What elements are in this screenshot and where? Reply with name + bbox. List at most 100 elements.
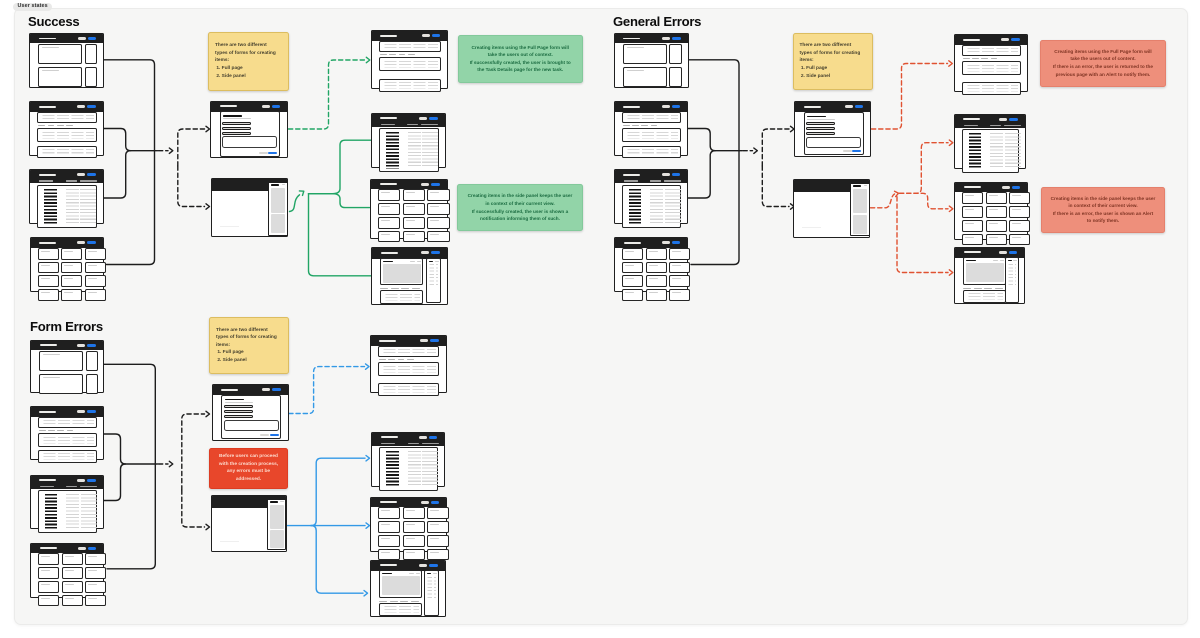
connector-path-s-split-to-panel[interactable] xyxy=(177,165,206,208)
wireframe-general-dashboard[interactable] xyxy=(613,32,689,89)
row-lines xyxy=(381,348,437,354)
submit-button xyxy=(269,434,279,437)
sticky-note-success-forms-note[interactable]: There are two different types of forms f… xyxy=(208,32,289,91)
connector-path-g-split-to-form[interactable] xyxy=(761,128,790,167)
row-lines xyxy=(382,60,438,68)
browser-header xyxy=(30,238,103,248)
wireframe-form-cards[interactable] xyxy=(30,542,107,607)
connector-path-f-split-to-panel[interactable] xyxy=(181,489,206,528)
grid-card xyxy=(61,289,83,301)
connector-path-s-table-merge[interactable] xyxy=(103,150,132,199)
wireframe-general-side-panel[interactable] xyxy=(792,179,870,238)
connector-path-f-tree-details[interactable] xyxy=(310,524,364,594)
connector-path-g-tree-table[interactable] xyxy=(898,142,949,194)
wireframe-form-task-details[interactable] xyxy=(370,559,446,617)
grid-card xyxy=(61,261,83,274)
grid-card xyxy=(427,507,450,520)
connector-path-s-list-merge[interactable] xyxy=(103,127,159,152)
sticky-note-form-forms-note[interactable]: There are two different types of forms f… xyxy=(209,317,289,374)
sticky-note-general-forms-note[interactable]: There are two different types of forms f… xyxy=(792,32,873,90)
wireframe-form-result-cards[interactable] xyxy=(370,496,450,561)
connector-path-s-tree-details[interactable] xyxy=(307,193,373,277)
connector-path-s-tree-cards[interactable] xyxy=(307,193,371,209)
wireframe-general-result-list[interactable] xyxy=(953,34,1028,95)
connector-path-s-form-to-list[interactable] xyxy=(287,59,366,130)
wireframe-success-form-modal[interactable] xyxy=(210,100,288,158)
wireframe-general-list[interactable] xyxy=(613,101,688,159)
sticky-note-general-fullpage-note[interactable]: Creating items using the Full Page form … xyxy=(1040,39,1166,87)
connector-path-f-table-merge[interactable] xyxy=(102,463,127,502)
wireframe-general-result-table[interactable] xyxy=(953,113,1026,173)
wireframe-form-side-panel[interactable] xyxy=(210,495,287,552)
wireframe-general-task-details[interactable] xyxy=(954,246,1025,304)
wireframe-general-table[interactable] xyxy=(613,169,688,228)
wireframe-success-task-details[interactable] xyxy=(371,247,448,305)
wireframe-general-cards[interactable] xyxy=(614,237,691,301)
wireframe-general-result-cards[interactable] xyxy=(954,181,1031,246)
connector-s-tree-details xyxy=(307,193,373,277)
nav-item-line xyxy=(421,442,439,445)
sticky-note-success-sidepanel-note[interactable]: Creating items in the side panel keeps t… xyxy=(457,184,583,231)
connector-path-g-dash-cards-merge[interactable] xyxy=(687,59,740,266)
connector-path-g-split-to-panel[interactable] xyxy=(761,165,790,208)
connector-path-g-panel-squiggle[interactable] xyxy=(869,193,896,209)
wireframe-success-side-panel[interactable] xyxy=(211,178,288,237)
connector-g-dash-cards-merge xyxy=(687,59,740,266)
panel-close-line xyxy=(281,184,286,186)
sidebar-kv-rows xyxy=(428,264,439,288)
connector-path-s-dash-cards-merge[interactable] xyxy=(103,59,156,266)
section-label-badge[interactable]: User states xyxy=(13,3,53,11)
detail-tab-line xyxy=(400,600,409,602)
wireframe-general-form-modal[interactable] xyxy=(794,101,871,157)
arrowhead xyxy=(363,589,369,597)
arrowhead xyxy=(364,363,370,370)
grid-card-caption xyxy=(381,233,390,235)
connector-path-f-dash-cards-merge[interactable] xyxy=(102,363,156,570)
connector-path-f-form-to-list[interactable] xyxy=(288,365,366,415)
sticky-note-success-fullpage-note[interactable]: Creating items using the Full Page form … xyxy=(457,35,583,83)
wireframe-form-result-table[interactable] xyxy=(371,431,445,491)
sticky-note-form-errors-note[interactable]: Before users can proceed with the creati… xyxy=(209,447,288,489)
connector-path-g-form-to-list[interactable] xyxy=(870,62,949,130)
sticky-note-general-sidepanel-note[interactable]: Creating items in the side panel keeps t… xyxy=(1041,186,1165,233)
wireframe-form-dashboard[interactable] xyxy=(30,339,104,394)
wireframe-form-list[interactable] xyxy=(29,406,104,463)
wireframe-success-result-table[interactable] xyxy=(370,112,446,172)
wireframe-success-result-list[interactable] xyxy=(370,30,448,92)
connector-path-g-tree-cards[interactable] xyxy=(898,192,949,210)
connector-path-g-tree-details[interactable] xyxy=(896,196,949,274)
wireframe-form-table[interactable] xyxy=(29,474,104,533)
wireframe-success-table[interactable] xyxy=(29,169,104,228)
form-title-line xyxy=(224,398,244,401)
wireframe-success-cards[interactable] xyxy=(29,237,106,301)
connector-path-f-split-to-form[interactable] xyxy=(181,413,206,491)
connector-f-merge-arrow xyxy=(157,460,174,468)
connector-path-s-split-to-form[interactable] xyxy=(177,128,206,167)
filter-tab-line xyxy=(641,125,649,127)
browser-header xyxy=(371,31,447,41)
row-lines xyxy=(40,114,94,120)
logo-placeholder xyxy=(380,34,397,37)
wireframe-success-result-cards[interactable] xyxy=(370,178,450,243)
connector-path-f-list-merge[interactable] xyxy=(102,433,159,465)
connector-path-s-tree-table[interactable] xyxy=(307,139,373,195)
side-panel-overlay xyxy=(268,181,288,236)
grid-card-caption xyxy=(430,551,440,553)
wireframe-form-form-modal[interactable] xyxy=(211,384,289,441)
avatar-pill xyxy=(421,251,429,255)
connector-s-panel-squiggle xyxy=(288,190,305,213)
detail-title-line xyxy=(382,573,393,575)
connector-path-g-table-merge[interactable] xyxy=(687,150,716,199)
wireframe-success-dashboard[interactable] xyxy=(29,32,104,89)
form-input xyxy=(223,415,253,419)
avatar-pill xyxy=(77,343,85,347)
connector-path-f-tree-table[interactable] xyxy=(310,457,366,527)
wireframe-success-list[interactable] xyxy=(29,101,104,159)
connector-path-s-panel-squiggle[interactable] xyxy=(288,194,301,213)
nav-item-line xyxy=(79,180,97,182)
grid-card-caption xyxy=(88,597,98,599)
wireframe-form-result-list[interactable] xyxy=(369,335,447,396)
connector-path-g-list-merge[interactable] xyxy=(687,127,743,152)
section-frame[interactable] xyxy=(14,8,1188,625)
